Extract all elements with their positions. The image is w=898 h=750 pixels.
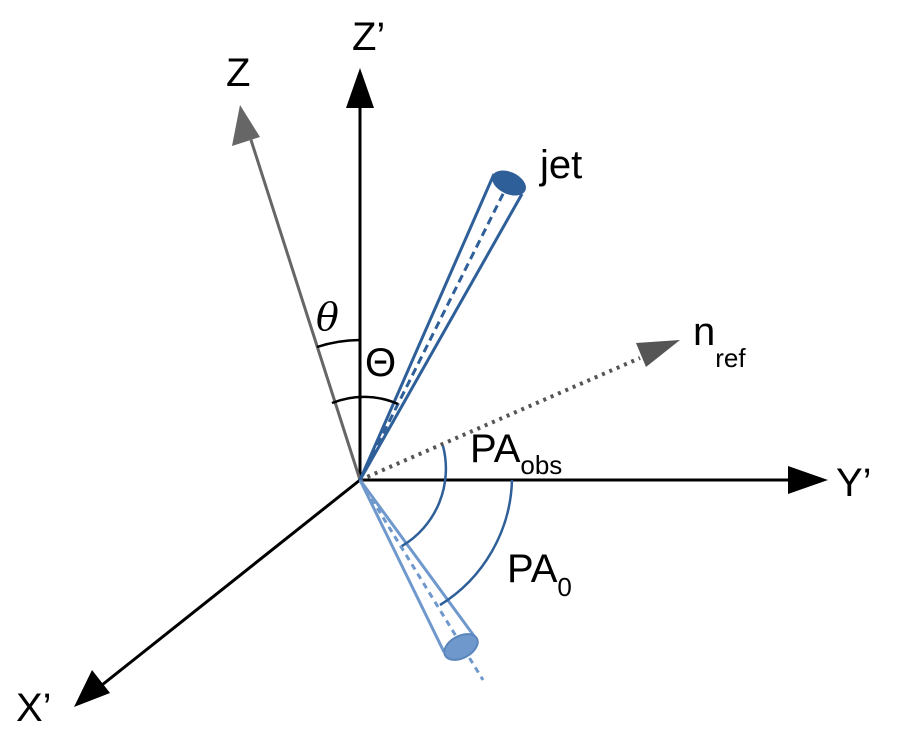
pa-obs-label: PAobs bbox=[470, 427, 562, 480]
pa0-arc bbox=[439, 479, 514, 607]
jet-label: jet bbox=[539, 143, 582, 187]
big-theta-arc bbox=[331, 395, 399, 406]
z-prime-label: Z’ bbox=[352, 15, 385, 59]
z-axis bbox=[232, 105, 362, 481]
theta-arc bbox=[316, 338, 361, 349]
theta-big-label: Θ bbox=[365, 341, 396, 385]
theta-small-label: θ bbox=[316, 295, 339, 339]
n-ref-vector bbox=[359, 340, 680, 482]
z-label: Z bbox=[226, 51, 250, 95]
y-prime-axis bbox=[360, 466, 828, 494]
pa0-label: PA0 bbox=[507, 547, 572, 602]
x-prime-label: X’ bbox=[16, 686, 52, 730]
pa-obs-arc bbox=[401, 445, 448, 548]
counterjet-cone bbox=[358, 479, 485, 681]
jet-cone bbox=[358, 170, 526, 481]
n-ref-label: nref bbox=[693, 310, 746, 373]
x-prime-axis bbox=[74, 478, 361, 707]
y-prime-label: Y’ bbox=[836, 461, 872, 505]
z-prime-axis bbox=[346, 68, 374, 480]
